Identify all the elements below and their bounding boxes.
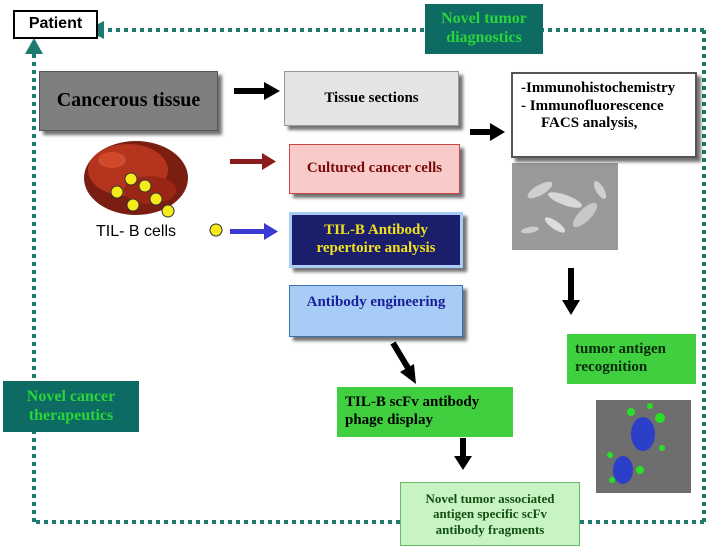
- microscopy-image-cells: [512, 163, 618, 250]
- black-arrow-tissue: [234, 82, 280, 100]
- cancerous-tissue-box: Cancerous tissue: [39, 71, 218, 131]
- fluorescence-image: [596, 400, 691, 493]
- patient-box: Patient: [13, 10, 98, 39]
- red-arrow-cultured: [230, 153, 276, 170]
- blue-arrow-til: [230, 223, 278, 240]
- novel-fragments-box: Novel tumor associated antigen specific …: [400, 482, 580, 546]
- til-b-cell-dot: [209, 223, 223, 237]
- tumor-antigen-recognition-box: tumor antigen recognition: [567, 334, 696, 384]
- scfv-phage-display-box: TIL-B scFv antibody phage display: [337, 387, 513, 437]
- method-immunohistochemistry: -Immunohistochemistry: [521, 80, 676, 96]
- arrowhead-to-patient-up: [25, 38, 43, 54]
- feedback-loop: [32, 28, 706, 524]
- tissue-sections-box: Tissue sections: [284, 71, 459, 126]
- novel-cancer-therapeutics-box: Novel cancer therapeutics: [3, 381, 139, 432]
- methods-box: -Immunohistochemistry - Immunofluorescen…: [511, 72, 697, 158]
- black-arrow-down-fragments: [454, 438, 472, 470]
- til-b-repertoire-box: TIL-B Antibody repertoire analysis: [289, 212, 463, 268]
- black-arrow-diagonal-phage: [390, 341, 416, 384]
- antibody-engineering-box: Antibody engineering: [289, 285, 463, 337]
- black-arrow-methods: [470, 123, 505, 141]
- method-facs: FACS analysis,: [541, 115, 638, 132]
- tumor-tissue-image: [84, 141, 188, 218]
- method-immunofluorescence: - Immunofluorescence: [521, 97, 664, 114]
- black-arrow-down-recognition: [562, 268, 580, 315]
- novel-tumor-diagnostics-box: Novel tumor diagnostics: [425, 4, 543, 54]
- til-b-cells-label: TIL- B cells: [95, 222, 176, 240]
- cultured-cancer-cells-box: Cultured cancer cells: [289, 144, 460, 194]
